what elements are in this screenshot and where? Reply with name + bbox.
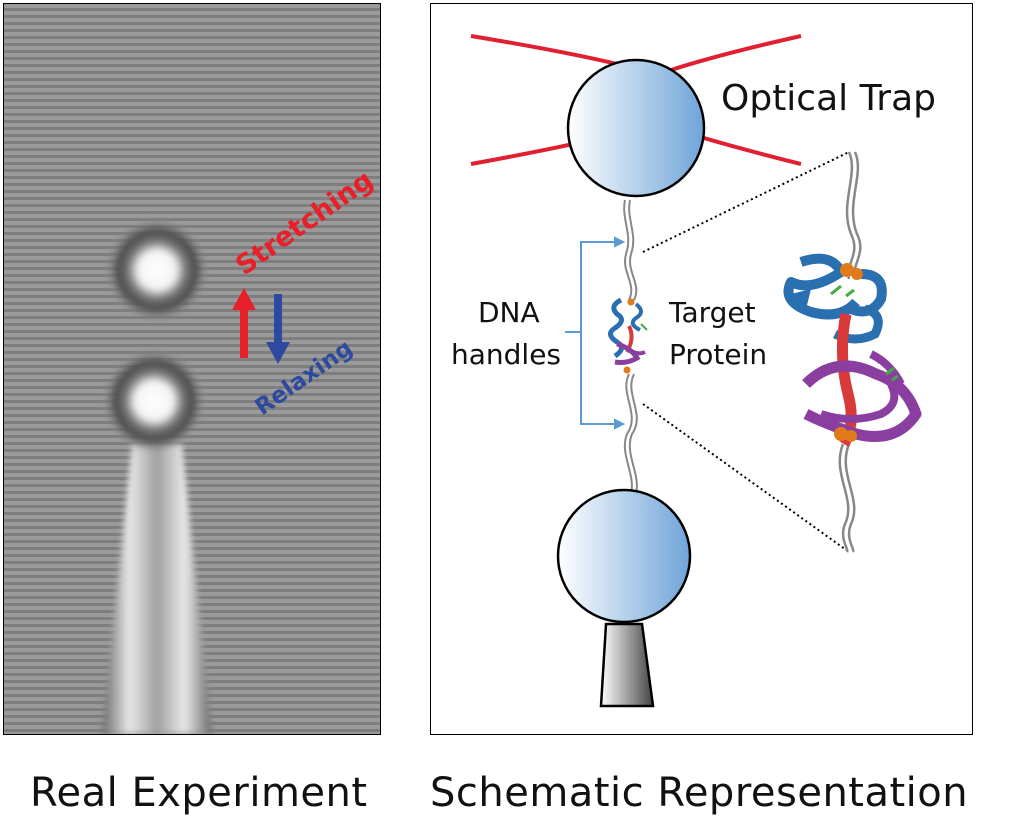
schematic-panel: Optical Trap DNA handles Target Protein bbox=[430, 3, 973, 735]
pipette-bead bbox=[102, 349, 206, 453]
target-protein-zoomed bbox=[783, 253, 922, 447]
caption-real-experiment: Real Experiment bbox=[30, 770, 368, 816]
stretching-arrow bbox=[232, 288, 256, 358]
trapped-bead bbox=[566, 58, 706, 198]
dna-handles-bracket bbox=[565, 236, 626, 430]
target-protein-small bbox=[608, 297, 648, 374]
micropipette bbox=[599, 622, 655, 708]
dna-handles-label-line1: DNA bbox=[478, 296, 540, 329]
trapped-bead bbox=[105, 218, 209, 322]
caption-schematic-representation: Schematic Representation bbox=[430, 770, 969, 816]
target-protein-label-line1: Target bbox=[668, 296, 756, 329]
schematic-diagram: Optical Trap DNA handles Target Protein bbox=[451, 34, 936, 708]
dna-tether bbox=[623, 199, 638, 495]
zoom-lines bbox=[642, 151, 850, 553]
optical-trap-label: Optical Trap bbox=[721, 78, 936, 119]
microscope-image: Stretching Relaxing bbox=[4, 4, 380, 734]
target-protein-label-line2: Protein bbox=[669, 338, 767, 371]
pipette-bead bbox=[556, 488, 692, 624]
real-experiment-panel: Stretching Relaxing bbox=[3, 3, 381, 735]
relaxing-arrow bbox=[266, 294, 290, 364]
dna-handles-label-line2: handles bbox=[451, 338, 561, 371]
micropipette bbox=[102, 444, 212, 734]
